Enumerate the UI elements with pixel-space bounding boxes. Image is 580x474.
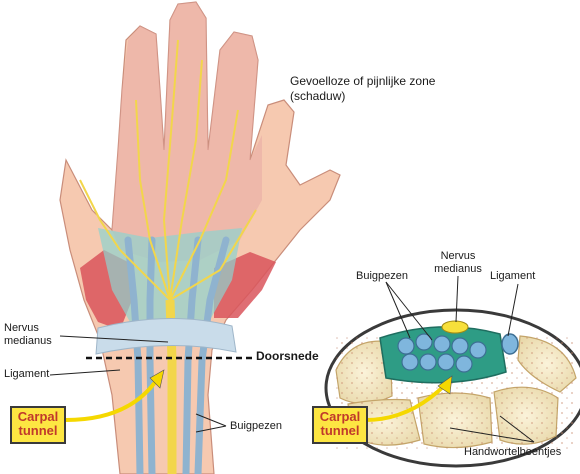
leader-buigpezen-right-2 xyxy=(385,281,433,341)
cross-section-tendons xyxy=(397,333,487,373)
carpal-tunnel-arrowhead-right xyxy=(437,375,453,395)
flexor-tendons-label-left: Buigpezen xyxy=(230,420,282,432)
leader-ligament-right xyxy=(507,283,519,337)
carpal-tunnel-right-line-2: tunnel xyxy=(320,423,360,438)
leader-ligament-left xyxy=(49,369,121,376)
nervus-medianus-left-line-2: medianus xyxy=(4,335,52,347)
leader-handwortelbeentjes-1 xyxy=(499,415,535,443)
nervus-medianus-right-line-1: Nervus xyxy=(440,250,476,262)
flexor-tendons-label-right: Buigpezen xyxy=(356,270,408,282)
leader-nervus-medianus-right xyxy=(455,275,459,323)
leader-buigpezen-right-1 xyxy=(385,281,411,339)
nervus-medianus-left-line-1: Nervus xyxy=(4,322,39,334)
carpal-tunnel-arrowhead-left xyxy=(149,369,165,389)
cross-section xyxy=(324,308,580,468)
leader-buigpezen-left-1 xyxy=(195,413,227,427)
numb-zone-label: Gevoelloze of pijnlijke zone (schaduw) xyxy=(290,74,436,103)
carpal-tunnel-tag-right: Carpal tunnel xyxy=(312,406,368,444)
cross-section-nerve xyxy=(441,320,469,334)
nervus-medianus-label-left: Nervus medianus xyxy=(4,322,52,348)
carpal-tunnel-arrow-left xyxy=(65,376,160,422)
cross-section-ligament xyxy=(501,333,519,355)
ligament-label-right: Ligament xyxy=(490,270,536,282)
carpal-tunnel-right-line-1: Carpal xyxy=(319,409,361,424)
carpal-tunnel-left-line-2: tunnel xyxy=(18,423,58,438)
transverse-ligament xyxy=(95,318,237,355)
carpal-tunnel-arrow-right xyxy=(365,382,448,422)
nervus-medianus-label-right: Nervus medianus xyxy=(426,250,490,276)
leader-buigpezen-left-2 xyxy=(195,425,227,433)
hand xyxy=(59,1,341,474)
carpal-bones-label: Handwortelbeentjes xyxy=(464,446,562,458)
leader-nervus-medianus-left xyxy=(59,335,169,343)
carpal-tunnel-left-line-1: Carpal xyxy=(17,409,59,424)
carpal-tunnel-tag-left: Carpal tunnel xyxy=(10,406,66,444)
leader-handwortelbeentjes-2 xyxy=(449,427,535,443)
ligament-label-left: Ligament xyxy=(4,368,50,380)
cross-section-label: Doorsnede xyxy=(256,349,319,363)
nervus-medianus-right-line-2: medianus xyxy=(434,263,482,275)
numb-zone-shading xyxy=(112,2,262,262)
